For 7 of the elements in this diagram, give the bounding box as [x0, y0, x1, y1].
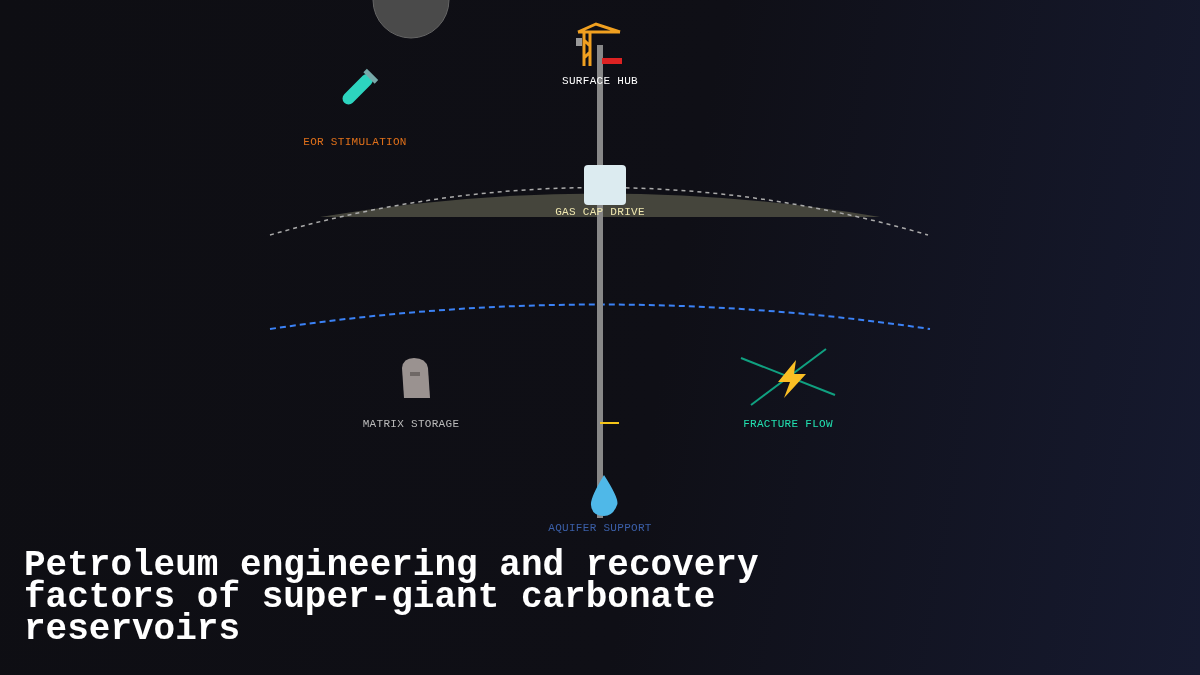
zone-label: SURFACE HUB	[562, 75, 638, 87]
zone-label: FRACTURE FLOW	[743, 418, 833, 430]
zone-label: EOR STIMULATION	[303, 136, 407, 148]
zone-label: MATRIX STORAGE	[362, 418, 460, 430]
title: Petroleum engineering and recovery factors of super-giant carbonate reservoirs	[24, 550, 760, 646]
zone-label: GAS CAP DRIVE	[555, 206, 645, 218]
zone-label: AQUIFER SUPPORT	[548, 522, 652, 534]
